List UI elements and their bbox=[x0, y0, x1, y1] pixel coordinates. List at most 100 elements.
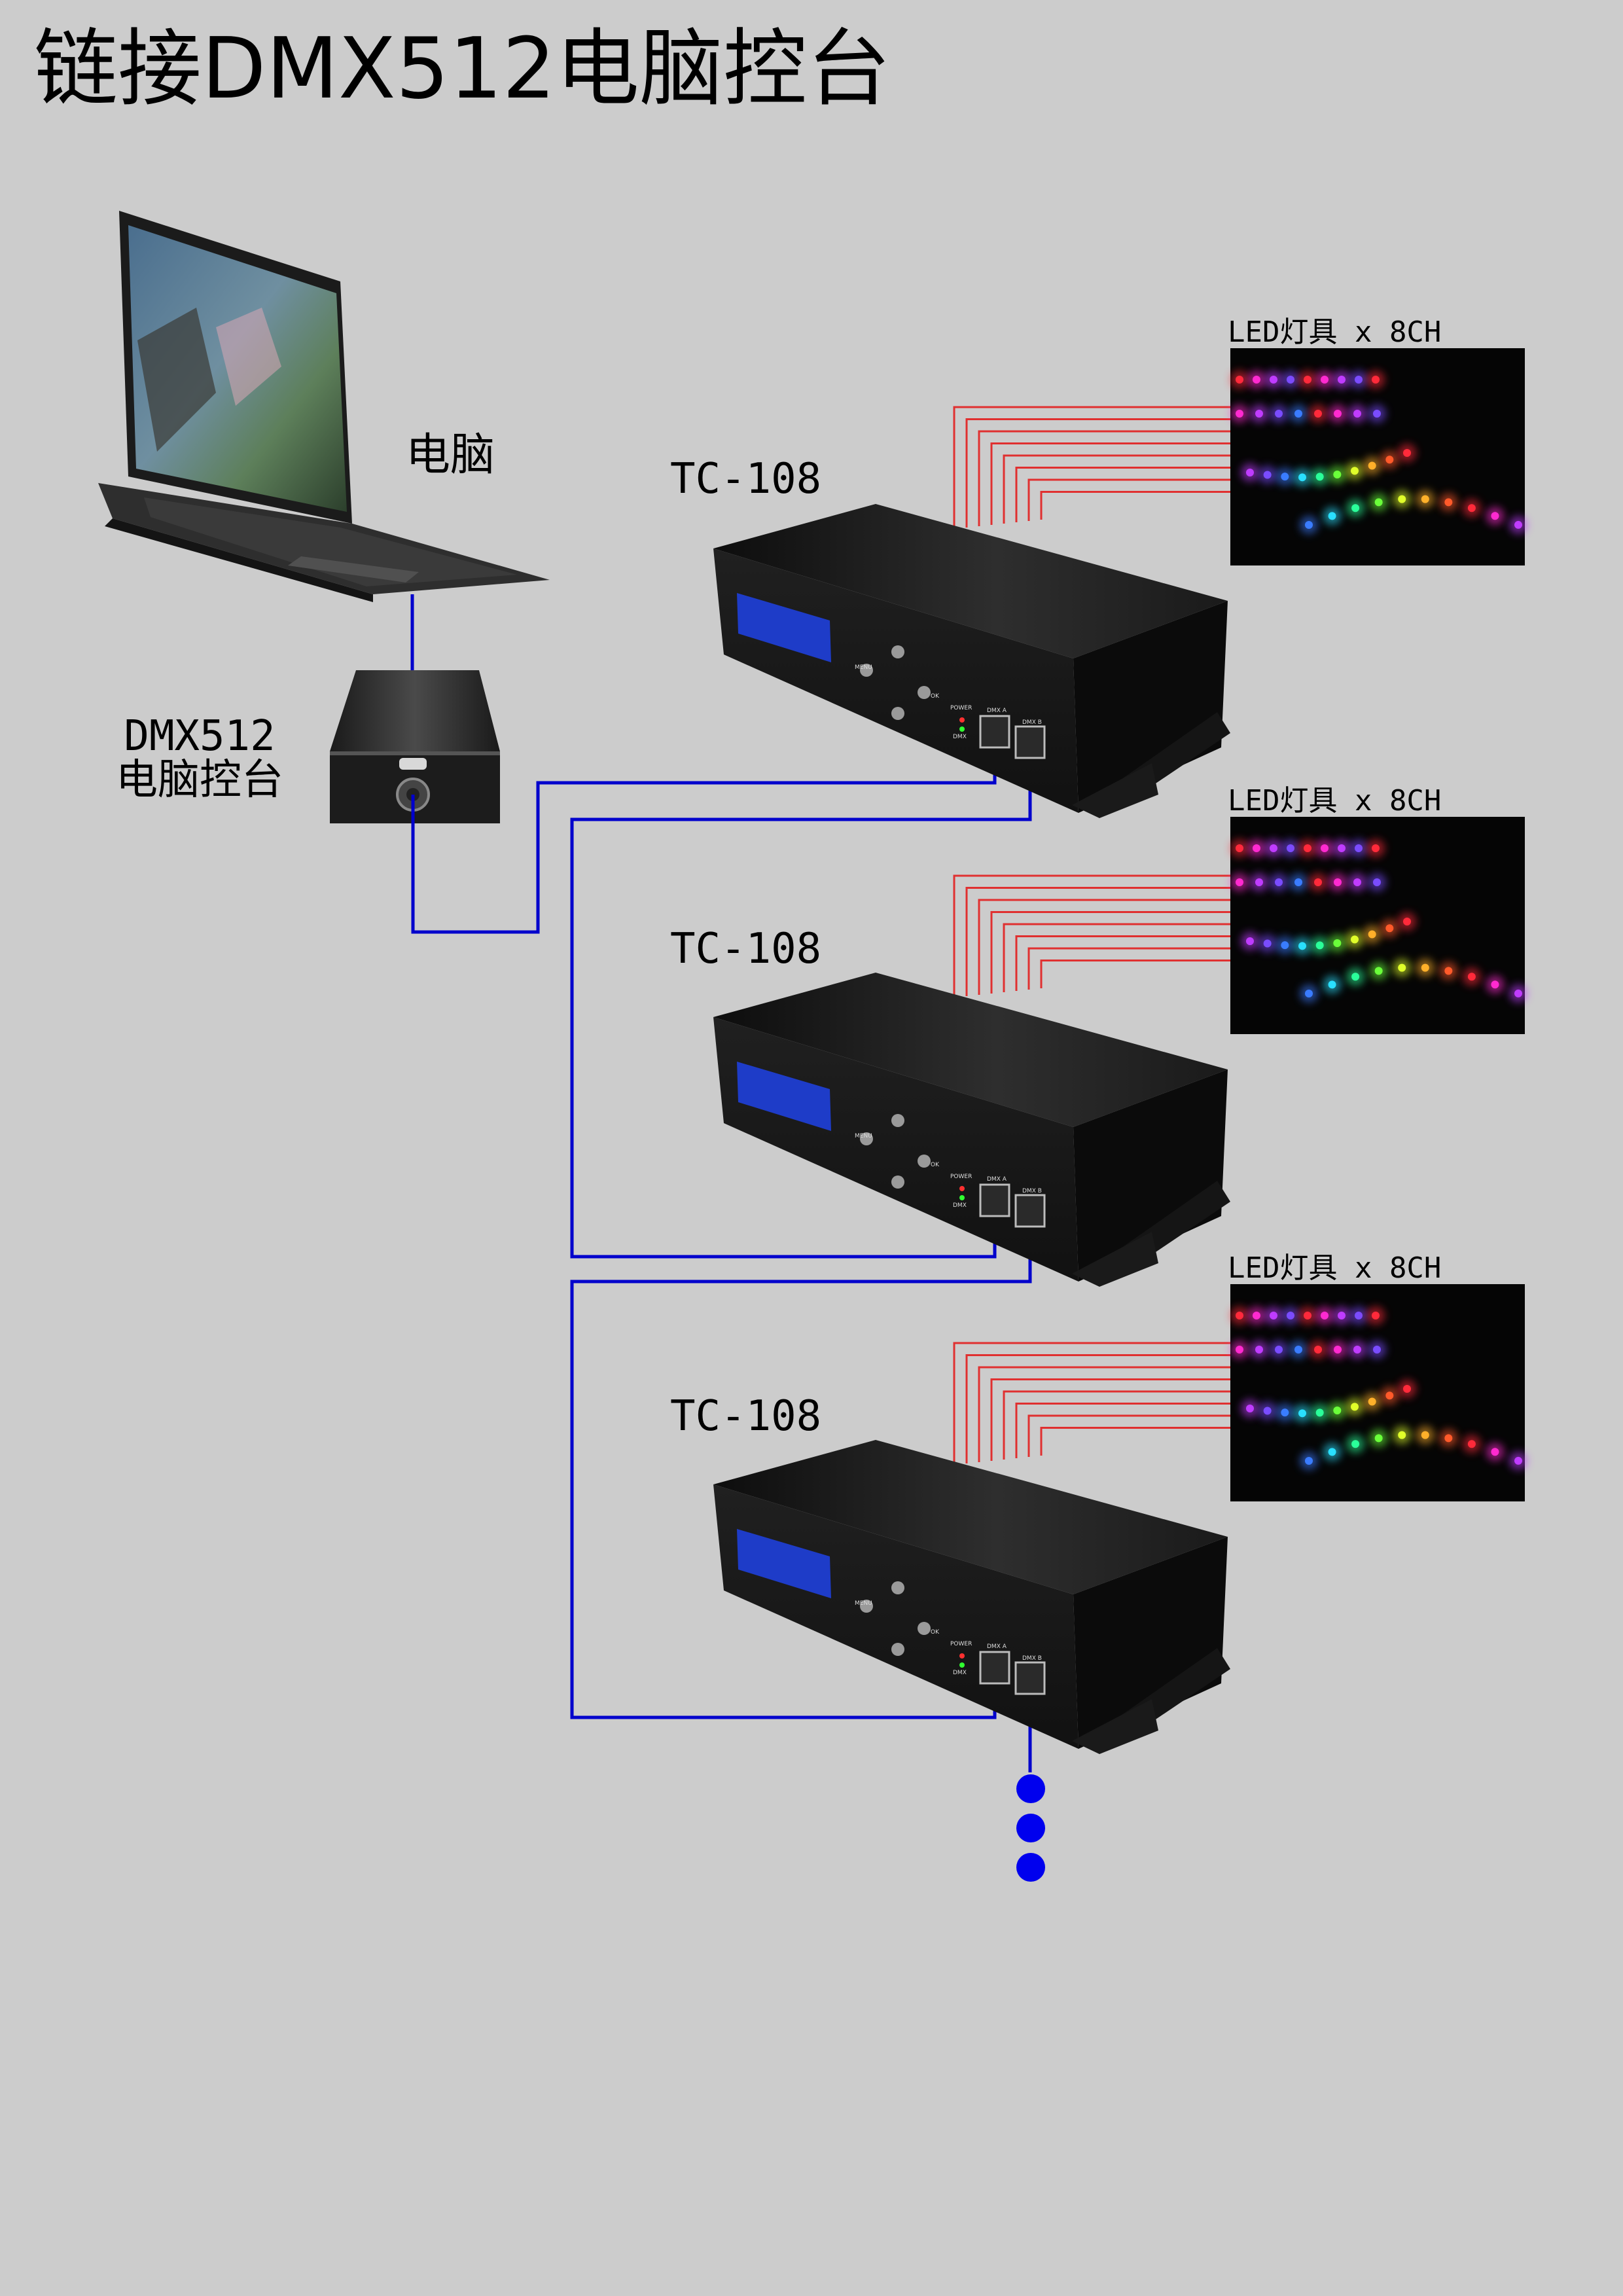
led-dot bbox=[1287, 376, 1294, 384]
led-wire bbox=[1003, 923, 1230, 992]
led-dot bbox=[1236, 844, 1243, 852]
led-dot bbox=[1444, 967, 1453, 975]
led-dot bbox=[1333, 1407, 1342, 1415]
dmx-console-label-line1: DMX512 bbox=[124, 712, 276, 761]
power-indicator bbox=[959, 1653, 965, 1659]
led-dot bbox=[1315, 473, 1324, 481]
led-dot bbox=[1374, 967, 1383, 975]
led-wire bbox=[1003, 1390, 1230, 1460]
led-dot bbox=[1403, 1385, 1411, 1393]
led-dot bbox=[1281, 473, 1289, 481]
led-dot bbox=[1403, 918, 1411, 926]
led-wire bbox=[978, 430, 1230, 526]
rj45-port-a bbox=[979, 1183, 1010, 1217]
device-top bbox=[713, 1440, 1228, 1594]
led-dot bbox=[1321, 376, 1329, 384]
led-wire bbox=[1003, 454, 1230, 524]
led-dot bbox=[1275, 1346, 1283, 1354]
led-dot bbox=[1355, 1312, 1363, 1319]
dmx-led-label: DMX bbox=[953, 1202, 967, 1209]
led-dot bbox=[1353, 1346, 1361, 1354]
dmx-indicator bbox=[959, 1662, 965, 1668]
led-dot bbox=[1255, 410, 1263, 418]
led-dot bbox=[1514, 1456, 1522, 1465]
led-dot bbox=[1398, 1431, 1406, 1439]
led-dot bbox=[1314, 410, 1322, 418]
led-dot bbox=[1321, 1312, 1329, 1319]
rj45-port-a bbox=[979, 715, 1010, 749]
device-top bbox=[713, 504, 1228, 658]
led-dot bbox=[1403, 449, 1411, 457]
led-channel-wires bbox=[953, 874, 1230, 997]
led-dot bbox=[1287, 844, 1294, 852]
led-dot bbox=[1263, 1407, 1272, 1415]
dmx-console-label: DMX512 电脑控台 bbox=[105, 712, 294, 802]
power-label: POWER bbox=[950, 705, 972, 711]
panel-button bbox=[918, 1622, 931, 1635]
dmx-interface-box-icon bbox=[330, 670, 500, 823]
led-dot bbox=[1421, 963, 1429, 972]
led-strip-icon-2 bbox=[1230, 817, 1527, 1034]
led-dot bbox=[1298, 473, 1306, 482]
led-dot bbox=[1333, 471, 1342, 479]
led-dot bbox=[1373, 1346, 1381, 1354]
continuation-dot-1 bbox=[1016, 1774, 1045, 1803]
led-dot bbox=[1281, 1408, 1289, 1417]
led-wire bbox=[1015, 467, 1230, 522]
rj45-port-a bbox=[979, 1651, 1010, 1685]
led-dot bbox=[1351, 973, 1360, 981]
dmx-led-label: DMX bbox=[953, 1670, 967, 1676]
led-dot bbox=[1385, 456, 1394, 464]
led-dot bbox=[1314, 1346, 1322, 1354]
decoder-model-label-1: TC-108 bbox=[670, 455, 822, 503]
led-dot bbox=[1491, 980, 1499, 989]
led-dot bbox=[1333, 939, 1342, 948]
led-dot bbox=[1368, 461, 1376, 470]
led-wire bbox=[1027, 478, 1230, 521]
port-a-label: DMX A bbox=[987, 708, 1007, 714]
led-wire bbox=[1027, 1414, 1230, 1457]
led-dot bbox=[1236, 878, 1243, 886]
led-dot bbox=[1255, 878, 1263, 886]
continuation-dot-2 bbox=[1016, 1814, 1045, 1842]
laptop-icon bbox=[98, 211, 550, 602]
led-label-2: LED灯具 x 8CH bbox=[1228, 784, 1442, 817]
led-dot bbox=[1338, 376, 1346, 384]
dmx-led-label: DMX bbox=[953, 734, 967, 740]
led-dot bbox=[1236, 1346, 1243, 1354]
led-dot bbox=[1373, 410, 1381, 418]
ok-label: OK bbox=[931, 1162, 940, 1168]
power-label: POWER bbox=[950, 1174, 972, 1180]
menu-label: MENU bbox=[855, 664, 872, 671]
led-wire bbox=[953, 1342, 1230, 1465]
led-dot bbox=[1236, 1312, 1243, 1319]
port-b-label: DMX B bbox=[1022, 1188, 1042, 1194]
led-dot bbox=[1263, 471, 1272, 479]
led-dot bbox=[1305, 990, 1313, 997]
mounting-flange bbox=[1072, 1232, 1158, 1287]
led-dot bbox=[1253, 844, 1260, 852]
led-wire bbox=[1040, 960, 1230, 988]
menu-label: MENU bbox=[855, 1133, 872, 1139]
panel-button bbox=[891, 707, 904, 720]
led-dot bbox=[1467, 973, 1476, 981]
led-wire bbox=[978, 1366, 1230, 1462]
led-dot bbox=[1275, 878, 1283, 886]
panel-button bbox=[860, 664, 873, 677]
led-dot bbox=[1372, 1312, 1380, 1319]
led-dot bbox=[1236, 410, 1243, 418]
led-wire bbox=[953, 406, 1230, 529]
led-dot bbox=[1385, 1391, 1394, 1400]
led-dot bbox=[1514, 520, 1522, 529]
led-dot bbox=[1321, 844, 1329, 852]
port-b-label: DMX B bbox=[1022, 719, 1042, 726]
panel-button bbox=[891, 1643, 904, 1656]
led-dot bbox=[1372, 376, 1380, 384]
led-dot bbox=[1351, 935, 1359, 944]
power-label: POWER bbox=[950, 1641, 972, 1647]
power-indicator bbox=[959, 1186, 965, 1191]
panel-button bbox=[891, 1581, 904, 1594]
led-dot bbox=[1334, 1346, 1342, 1354]
led-dot bbox=[1253, 1312, 1260, 1319]
